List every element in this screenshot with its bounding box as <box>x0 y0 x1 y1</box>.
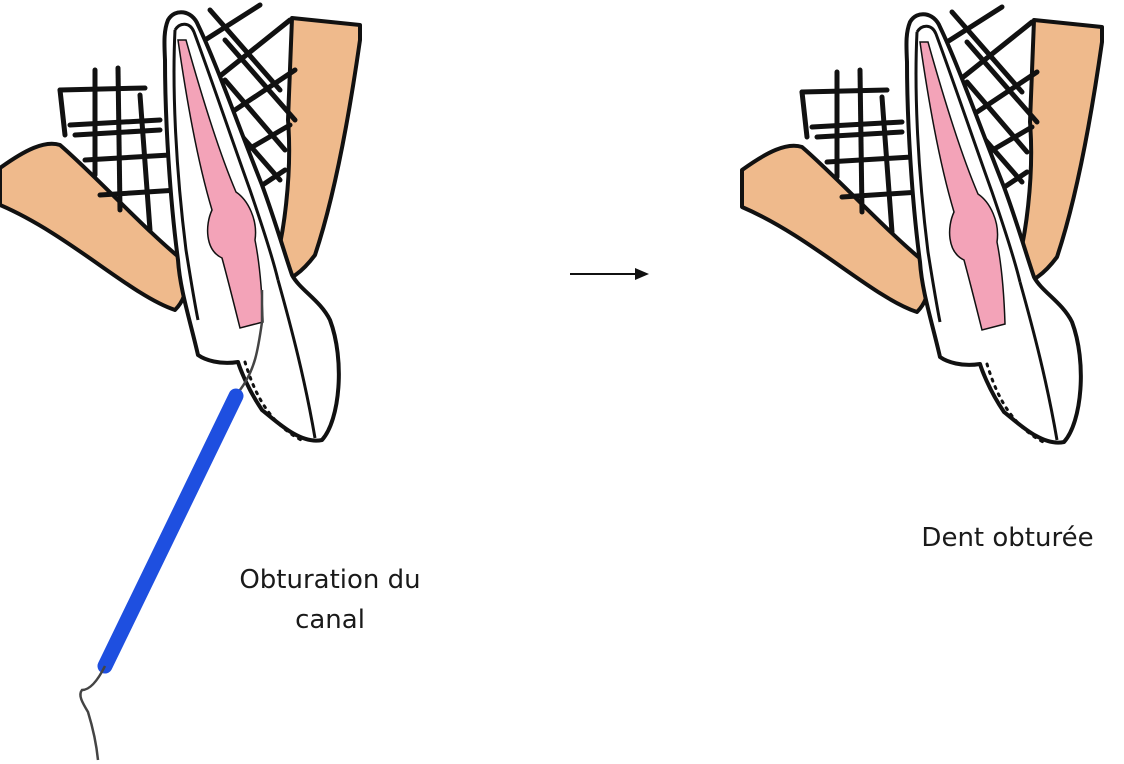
tooth-filling-illustration <box>0 0 460 764</box>
right-arrow-icon <box>565 262 655 286</box>
filled-tooth-illustration <box>720 0 1124 500</box>
tooth-cross-section <box>0 5 360 442</box>
caption-canal-filling: Obturation du canal <box>205 560 455 641</box>
tooth-cross-section-filled <box>742 7 1102 444</box>
tooth-filling-panel <box>0 0 460 764</box>
caption-filled-tooth: Dent obturée <box>895 518 1120 558</box>
filled-tooth-panel <box>720 0 1124 500</box>
instrument-end <box>80 666 105 760</box>
